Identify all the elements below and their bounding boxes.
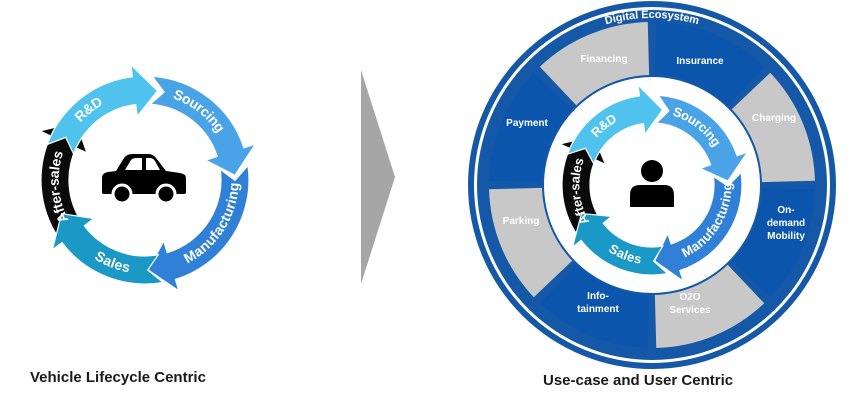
ecosystem-segment-label-1: Insurance — [676, 56, 724, 67]
ecosystem-segment-1 — [654, 22, 765, 106]
ecosystem-segment-label-2: Charging — [752, 113, 796, 124]
car-icon — [102, 154, 186, 205]
ecosystem-segment-label-6: Parking — [503, 216, 540, 227]
ecosystem-segment-label-7: Payment — [506, 118, 548, 129]
ecosystem-segment-5 — [539, 264, 650, 348]
right-manufacturing-arrow — [653, 171, 743, 283]
right-caption: Use-case and User Centric — [543, 372, 734, 389]
ecosystem-segment-7 — [489, 72, 573, 183]
right-sourcing-arrow — [654, 94, 750, 182]
ecosystem-segment-3 — [731, 187, 815, 298]
ecosystem-segment-6 — [489, 187, 573, 298]
ecosystem-segment-0 — [539, 22, 650, 106]
left-rd-arrow — [46, 63, 159, 156]
left-sourcing-arrow — [148, 75, 257, 177]
right-rd-arrow — [566, 83, 664, 166]
user-icon — [630, 160, 674, 207]
left-caption: Vehicle Lifecycle Centric — [30, 369, 206, 386]
left-sales-arrow — [51, 213, 165, 285]
ecosystem-segment-label-5: Info-tainment — [577, 291, 619, 315]
ecosystem-segment-label-0: Financing — [580, 54, 627, 65]
left-manufacturing-arrow — [147, 164, 250, 293]
right-sales-arrow — [571, 212, 669, 276]
chevron-right-icon — [361, 70, 395, 284]
ecosystem-segment-4 — [654, 264, 765, 348]
ecosystem-segment-2 — [731, 72, 815, 183]
